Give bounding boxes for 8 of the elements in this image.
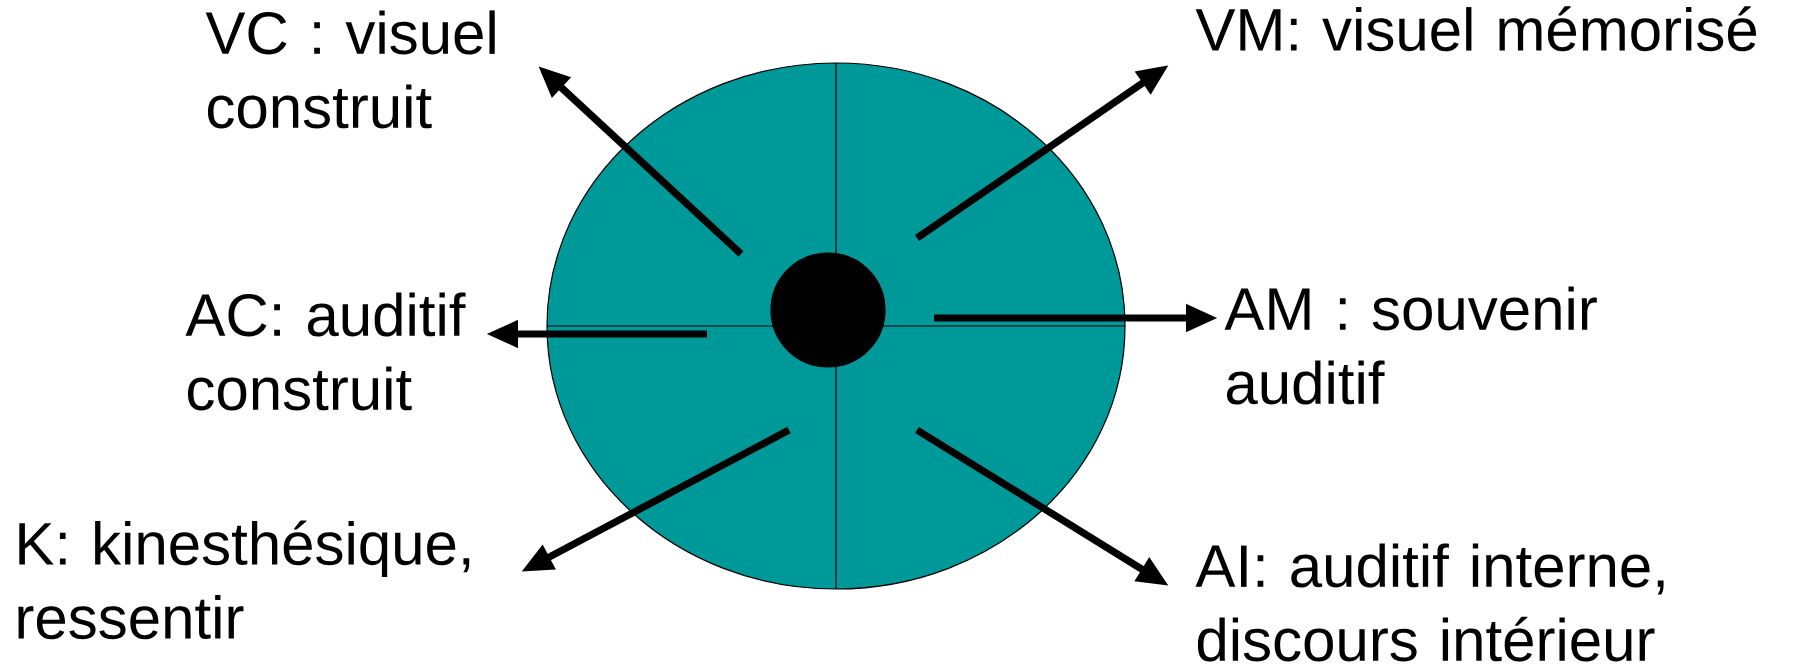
label-text: VM: visuel mémorisé — [1195, 6, 1757, 52]
disc — [546, 62, 1126, 590]
label-text: VC : visuel construit — [205, 10, 495, 129]
label-text: K: kinesthésique, ressentir — [18, 520, 470, 640]
center-dot — [770, 252, 886, 368]
label-text: AI: auditif interne, discours intérieur — [1195, 543, 1664, 662]
label-text: AC: auditif construit — [185, 292, 466, 411]
label-text: AM : souvenir auditif — [1224, 286, 1597, 405]
